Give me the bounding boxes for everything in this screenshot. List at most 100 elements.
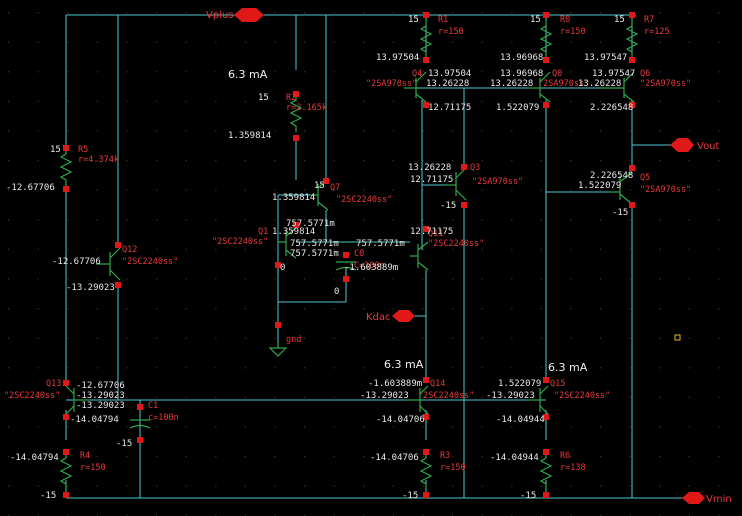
svg-text:Vmin: Vmin [706,494,732,505]
transistor-q12 [96,247,121,281]
transistor-q13 [65,385,90,415]
resistors [59,20,639,490]
transistor-q4 [404,71,427,103]
svg-text:R1: R1 [438,15,448,25]
svg-text:-1.603889m: -1.603889m [344,263,398,273]
svg-text:12.71175: 12.71175 [410,227,453,237]
capacitor-c0-plate-b [335,266,357,271]
svg-text:-12.67706: -12.67706 [76,381,125,391]
svg-text:Q13: Q13 [46,379,61,389]
svg-text:"2SC2240ss": "2SC2240ss" [212,237,268,247]
svg-text:1.359814: 1.359814 [228,131,271,141]
svg-text:757.5771m: 757.5771m [286,219,335,229]
svg-text:Kdac: Kdac [366,312,391,323]
svg-text:-14.04706: -14.04706 [376,415,425,425]
svg-text:13.96968: 13.96968 [500,69,543,79]
svg-text:gnd: gnd [286,335,301,345]
svg-text:"2SC2240ss": "2SC2240ss" [428,239,484,249]
node-voltages: 15 15 15 13.97504 13.97504 13.26228 13.9… [6,15,635,501]
transistor-q14 [406,385,429,415]
capacitor-c1-plate-b [129,424,151,429]
svg-text:-13.29023: -13.29023 [66,283,115,293]
svg-text:"2SC2240ss": "2SC2240ss" [4,391,60,401]
svg-text:Q6: Q6 [640,69,650,79]
svg-text:13.97547: 13.97547 [584,53,627,63]
svg-text:Q4: Q4 [412,69,422,79]
svg-text:757.5771m: 757.5771m [290,239,339,249]
svg-text:13.97504: 13.97504 [376,53,419,63]
svg-text:R7: R7 [644,15,654,25]
svg-text:2.226548: 2.226548 [590,103,633,113]
current-label-3: 6.3 mA [548,361,588,374]
resistor-r7 [625,20,639,58]
svg-text:Q11: Q11 [428,229,443,239]
svg-text:13.97504: 13.97504 [428,69,471,79]
transistor-q15 [526,385,549,415]
svg-text:r=150: r=150 [440,463,466,473]
svg-text:r=4.374k: r=4.374k [78,155,119,165]
transistor-q11 [410,241,429,271]
svg-text:Q12: Q12 [122,245,137,255]
svg-text:c=100n: c=100n [148,413,179,423]
node-markers [63,12,681,498]
svg-text:Q15: Q15 [550,379,565,389]
svg-text:r=150: r=150 [80,463,106,473]
svg-text:15: 15 [258,93,269,103]
svg-text:15: 15 [314,181,325,191]
port-vplus[interactable]: Vplus [206,8,264,22]
svg-text:C=100n: C=100n [354,261,385,271]
svg-text:Q7: Q7 [330,183,340,193]
svg-text:13.26228: 13.26228 [408,163,451,173]
transistor-q0 [528,71,551,103]
svg-text:1.359814: 1.359814 [272,193,315,203]
svg-text:-15: -15 [40,491,56,501]
port-vout[interactable]: Vout [670,138,720,152]
svg-text:r=2.165k: r=2.165k [286,103,327,113]
svg-text:13.26228: 13.26228 [426,79,469,89]
svg-text:"2SA970ss": "2SA970ss" [366,79,417,89]
svg-text:R5: R5 [78,145,88,155]
svg-text:"2SA970ss": "2SA970ss" [640,185,691,195]
svg-text:-14.04944: -14.04944 [490,453,539,463]
svg-text:-12.67706: -12.67706 [6,183,55,193]
svg-text:-13.29023: -13.29023 [486,391,535,401]
svg-text:Vplus: Vplus [206,10,234,21]
svg-text:15: 15 [50,145,61,155]
svg-text:-12.67706: -12.67706 [52,257,101,267]
transistor-q6 [600,71,635,103]
svg-text:-15: -15 [440,201,456,211]
svg-text:"2SC2240ss": "2SC2240ss" [122,257,178,267]
svg-text:12.71175: 12.71175 [428,103,471,113]
svg-text:Q14: Q14 [430,379,445,389]
svg-text:-14.04794: -14.04794 [10,453,59,463]
svg-text:r=125: r=125 [644,27,670,37]
svg-text:r=150: r=150 [438,27,464,37]
port-kdac[interactable]: Kdac [366,310,415,323]
svg-text:"2SA970ss": "2SA970ss" [472,177,523,187]
svg-text:R6: R6 [560,451,570,461]
svg-text:C1: C1 [148,401,158,411]
svg-text:-15: -15 [612,208,628,218]
svg-text:r=138: r=138 [560,463,586,473]
svg-text:R2: R2 [286,93,296,103]
svg-text:Q3: Q3 [470,163,480,173]
part-labels: R1 r=150 R0 r=150 R7 r=125 R2 r=2.165k R… [4,15,691,473]
svg-text:Vout: Vout [697,141,720,152]
svg-text:-13.29023: -13.29023 [76,401,125,411]
resistor-r6 [539,452,553,490]
port-vmin[interactable]: Vmin [682,492,732,505]
svg-text:757.5771m: 757.5771m [356,239,405,249]
svg-text:1.522079: 1.522079 [498,379,541,389]
svg-text:1.522079: 1.522079 [578,181,621,191]
resistor-r3 [419,452,433,490]
svg-text:-15: -15 [520,491,536,501]
svg-text:"2SC2240ss": "2SC2240ss" [554,391,610,401]
svg-text:R3: R3 [440,451,450,461]
svg-text:2.226548: 2.226548 [590,171,633,181]
svg-text:12.71175: 12.71175 [410,175,453,185]
resistor-r0 [539,20,553,58]
ground-symbol [268,342,288,357]
